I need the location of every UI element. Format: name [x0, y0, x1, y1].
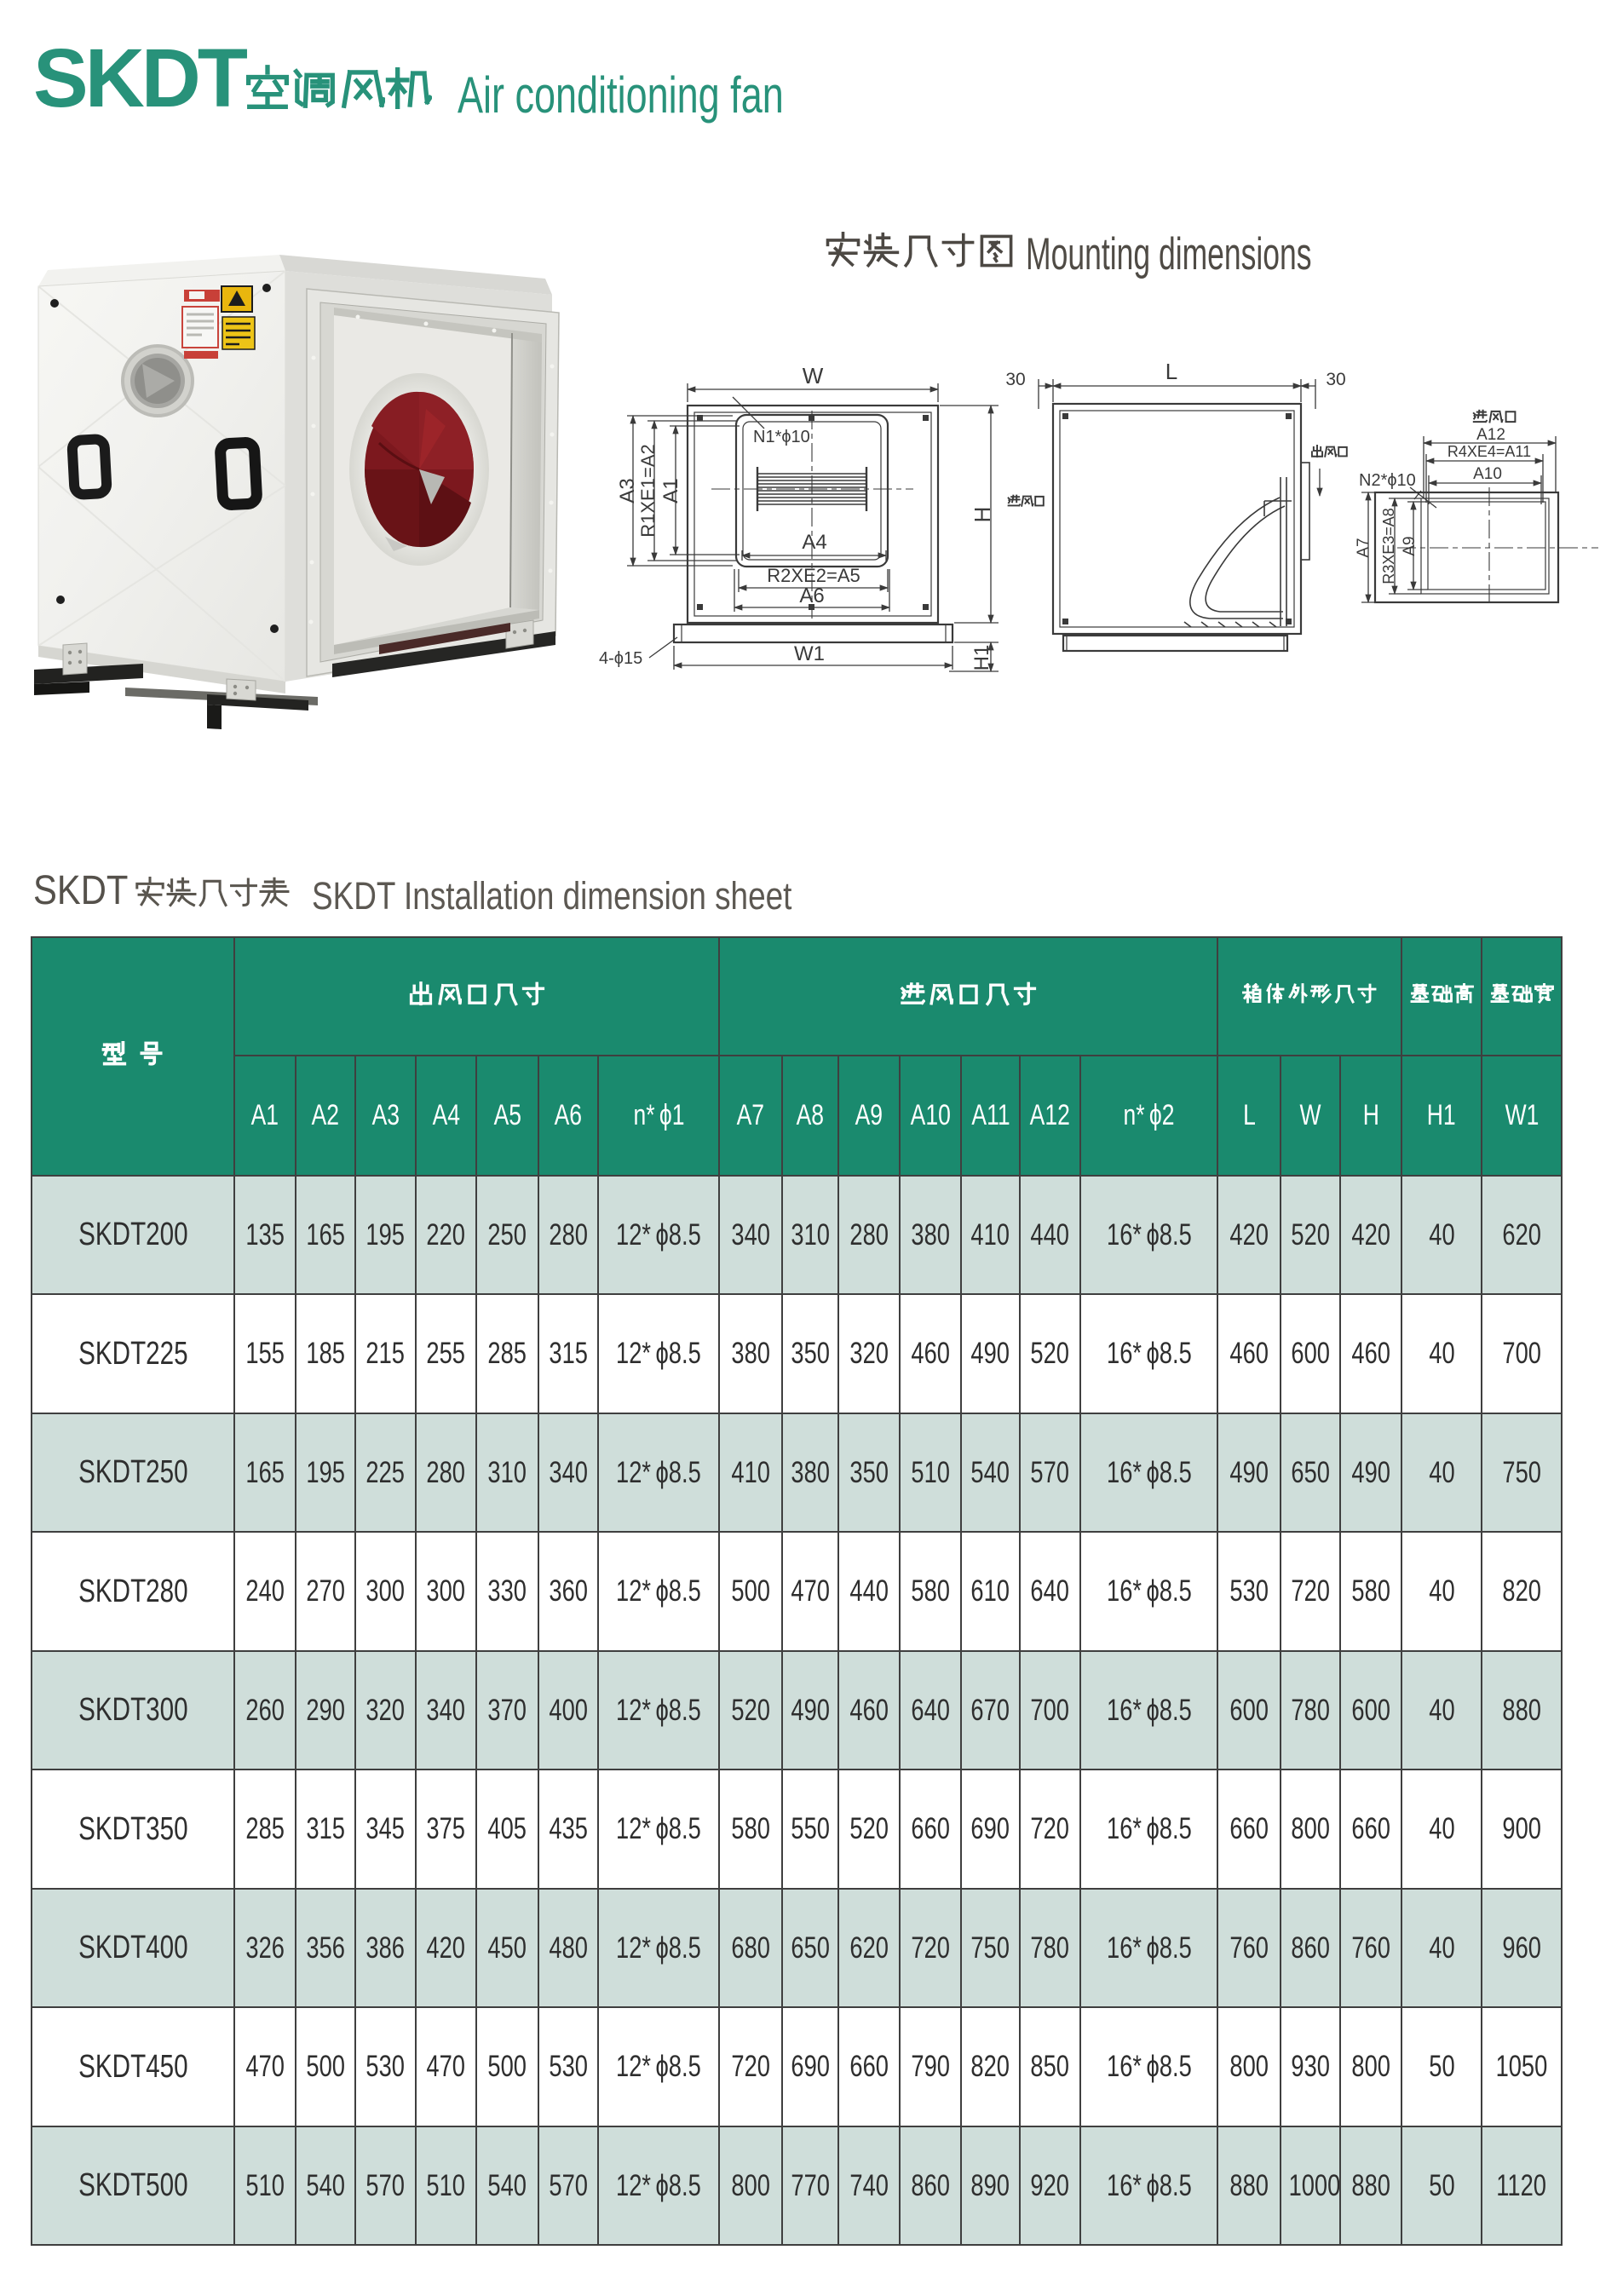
svg-text:H1: H1	[970, 645, 993, 671]
svg-text:4-ϕ15: 4-ϕ15	[599, 649, 642, 668]
svg-text:N2*ϕ10: N2*ϕ10	[1359, 471, 1416, 490]
svg-text:R3XE3=A8: R3XE3=A8	[1380, 508, 1397, 584]
svg-text:N1*ϕ10: N1*ϕ10	[753, 428, 810, 446]
svg-text:A6: A6	[799, 584, 824, 607]
svg-text:A12: A12	[1476, 426, 1505, 444]
svg-text:A9: A9	[1401, 536, 1419, 555]
svg-text:30: 30	[1005, 370, 1025, 389]
svg-text:A4: A4	[802, 531, 826, 554]
svg-text:A3: A3	[616, 478, 639, 503]
svg-text:L: L	[1165, 359, 1177, 384]
svg-text:R2XE2=A5: R2XE2=A5	[767, 565, 860, 586]
svg-text:A1: A1	[659, 478, 682, 503]
svg-text:30: 30	[1326, 370, 1345, 389]
svg-text:W1: W1	[794, 642, 825, 665]
svg-text:A10: A10	[1473, 465, 1502, 483]
svg-text:H: H	[970, 507, 995, 523]
svg-text:W: W	[803, 363, 824, 388]
svg-text:R1XE1=A2: R1XE1=A2	[637, 444, 659, 537]
svg-text:R4XE4=A11: R4XE4=A11	[1447, 443, 1531, 460]
svg-text:A7: A7	[1355, 538, 1373, 557]
